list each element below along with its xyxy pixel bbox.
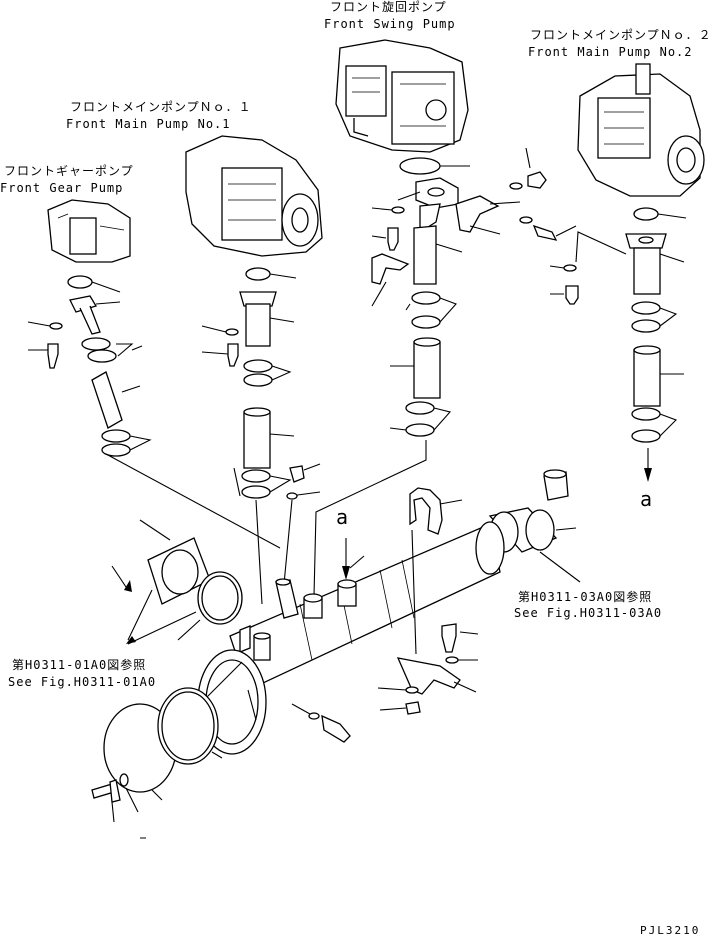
front-swing-pump bbox=[335, 39, 469, 153]
pump2-suction-line bbox=[549, 231, 685, 482]
gear-pump-suction-line bbox=[27, 295, 281, 549]
hose-clamp-assembly bbox=[409, 469, 581, 583]
flange-and-gaskets bbox=[91, 519, 243, 839]
label-ref-fig-01-en: See Fig.H0311-01A0 bbox=[8, 675, 157, 689]
label-ref-fig-03-en: See Fig.H0311-03A0 bbox=[514, 606, 663, 620]
front-main-pump-2 bbox=[577, 63, 705, 197]
label-ref-a-pump2: a bbox=[640, 487, 653, 511]
front-gear-pump bbox=[47, 199, 131, 263]
label-ref-fig-01-jp: 第H0311-01A0図参照 bbox=[12, 658, 147, 672]
swing-pump-suction-line bbox=[313, 177, 463, 597]
label-front-main-pump-1-jp: フロントメインポンプＮｏ．１ bbox=[70, 100, 252, 114]
label-front-main-pump-2-en: Front Main Pump No.2 bbox=[528, 45, 693, 59]
bottom-bracket-hardware bbox=[291, 623, 479, 743]
suction-manifold bbox=[197, 521, 505, 755]
label-ref-a-manifold: a bbox=[336, 505, 349, 529]
label-front-swing-pump-en: Front Swing Pump bbox=[324, 17, 456, 31]
label-front-main-pump-2-jp: フロントメインポンプＮｏ．２ bbox=[530, 28, 709, 42]
gasket-gear bbox=[67, 275, 93, 289]
label-front-gear-pump-en: Front Gear Pump bbox=[0, 181, 124, 195]
gasket-pump2 bbox=[633, 207, 659, 221]
label-front-main-pump-1-en: Front Main Pump No.1 bbox=[66, 117, 231, 131]
gasket-swing bbox=[399, 157, 441, 175]
label-drawing-code: PJL3210 bbox=[640, 924, 701, 937]
label-front-gear-pump-jp: フロントギャーポンプ bbox=[4, 164, 134, 178]
gasket-pump1 bbox=[245, 267, 271, 281]
label-front-swing-pump-jp: フロント旋回ポンプ bbox=[330, 0, 447, 14]
bracket-hardware bbox=[455, 147, 577, 241]
label-ref-fig-03-jp: 第H0311-03A0図参照 bbox=[518, 590, 653, 604]
front-main-pump-1 bbox=[185, 135, 323, 257]
pump1-suction-line bbox=[201, 291, 321, 605]
